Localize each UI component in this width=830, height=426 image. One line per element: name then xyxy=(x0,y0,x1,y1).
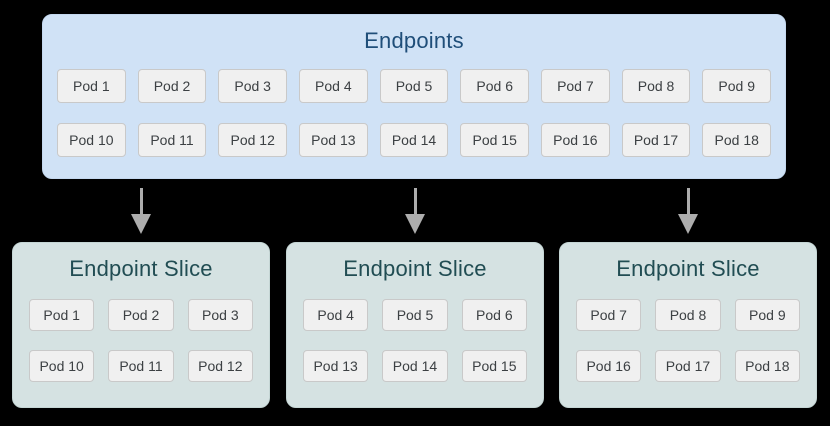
endpoint-slice-title: Endpoint Slice xyxy=(616,256,760,281)
pod-chip: Pod 12 xyxy=(187,350,253,382)
arrow-head xyxy=(678,214,698,234)
pod-chip: Pod 17 xyxy=(621,123,691,157)
pod-chip: Pod 8 xyxy=(621,69,691,103)
endpoint-slice-title: Endpoint Slice xyxy=(343,256,487,281)
slice-pod-row-2: Pod 10 Pod 11 Pod 12 xyxy=(29,350,253,382)
pod-chip: Pod 1 xyxy=(29,299,95,331)
endpoint-slice-box-2: Endpoint Slice Pod 4 Pod 5 Pod 6 Pod 13 … xyxy=(286,242,544,408)
arrow-head xyxy=(405,214,425,234)
pod-chip: Pod 13 xyxy=(299,123,368,157)
arrow-stem xyxy=(413,188,417,214)
pod-chip: Pod 10 xyxy=(57,123,126,157)
pod-chip: Pod 6 xyxy=(460,69,530,103)
pod-chip: Pod 17 xyxy=(655,350,721,382)
pod-chip: Pod 1 xyxy=(57,69,126,103)
pod-chip: Pod 11 xyxy=(137,123,207,157)
endpoints-box: Endpoints Pod 1 Pod 2 Pod 3 Pod 4 Pod 5 … xyxy=(42,14,786,179)
arrow-down-icon xyxy=(678,188,698,234)
pod-chip: Pod 18 xyxy=(702,123,772,157)
pod-chip: Pod 4 xyxy=(303,299,369,331)
endpoint-slice-title: Endpoint Slice xyxy=(69,256,213,281)
endpoints-pod-row-2: Pod 10 Pod 11 Pod 12 Pod 13 Pod 14 Pod 1… xyxy=(57,123,772,157)
pod-chip: Pod 18 xyxy=(734,350,800,382)
arrow-head xyxy=(131,214,151,234)
pod-chip: Pod 8 xyxy=(655,299,721,331)
pod-chip: Pod 15 xyxy=(460,123,530,157)
pod-chip: Pod 12 xyxy=(218,123,288,157)
endpoint-slice-box-1: Endpoint Slice Pod 1 Pod 2 Pod 3 Pod 10 … xyxy=(12,242,270,408)
pod-chip: Pod 15 xyxy=(461,350,527,382)
pod-chip: Pod 16 xyxy=(576,350,642,382)
pod-chip: Pod 7 xyxy=(576,299,642,331)
pod-chip: Pod 3 xyxy=(218,69,288,103)
pod-chip: Pod 13 xyxy=(303,350,369,382)
pod-chip: Pod 6 xyxy=(461,299,527,331)
pod-chip: Pod 2 xyxy=(108,299,174,331)
pod-chip: Pod 4 xyxy=(299,69,368,103)
pod-chip: Pod 11 xyxy=(108,350,174,382)
arrow-stem xyxy=(139,188,143,214)
endpoints-title: Endpoints xyxy=(364,28,464,53)
pod-chip: Pod 9 xyxy=(702,69,772,103)
slice-pod-row-1: Pod 7 Pod 8 Pod 9 xyxy=(576,299,800,331)
arrow-stem xyxy=(686,188,690,214)
slice-pod-row-2: Pod 13 Pod 14 Pod 15 xyxy=(303,350,527,382)
pod-chip: Pod 9 xyxy=(734,299,800,331)
pod-chip: Pod 2 xyxy=(137,69,207,103)
endpoints-pod-row-1: Pod 1 Pod 2 Pod 3 Pod 4 Pod 5 Pod 6 Pod … xyxy=(57,69,772,103)
pod-chip: Pod 10 xyxy=(29,350,95,382)
pod-chip: Pod 5 xyxy=(382,299,448,331)
pod-chip: Pod 14 xyxy=(379,123,449,157)
arrow-down-icon xyxy=(405,188,425,234)
pod-chip: Pod 14 xyxy=(382,350,448,382)
endpoint-slice-box-3: Endpoint Slice Pod 7 Pod 8 Pod 9 Pod 16 … xyxy=(559,242,817,408)
pod-chip: Pod 7 xyxy=(541,69,610,103)
pod-chip: Pod 3 xyxy=(187,299,253,331)
slice-pod-row-1: Pod 1 Pod 2 Pod 3 xyxy=(29,299,253,331)
pod-chip: Pod 5 xyxy=(379,69,449,103)
slice-pod-row-2: Pod 16 Pod 17 Pod 18 xyxy=(576,350,800,382)
slice-pod-row-1: Pod 4 Pod 5 Pod 6 xyxy=(303,299,527,331)
pod-chip: Pod 16 xyxy=(541,123,610,157)
arrow-down-icon xyxy=(131,188,151,234)
